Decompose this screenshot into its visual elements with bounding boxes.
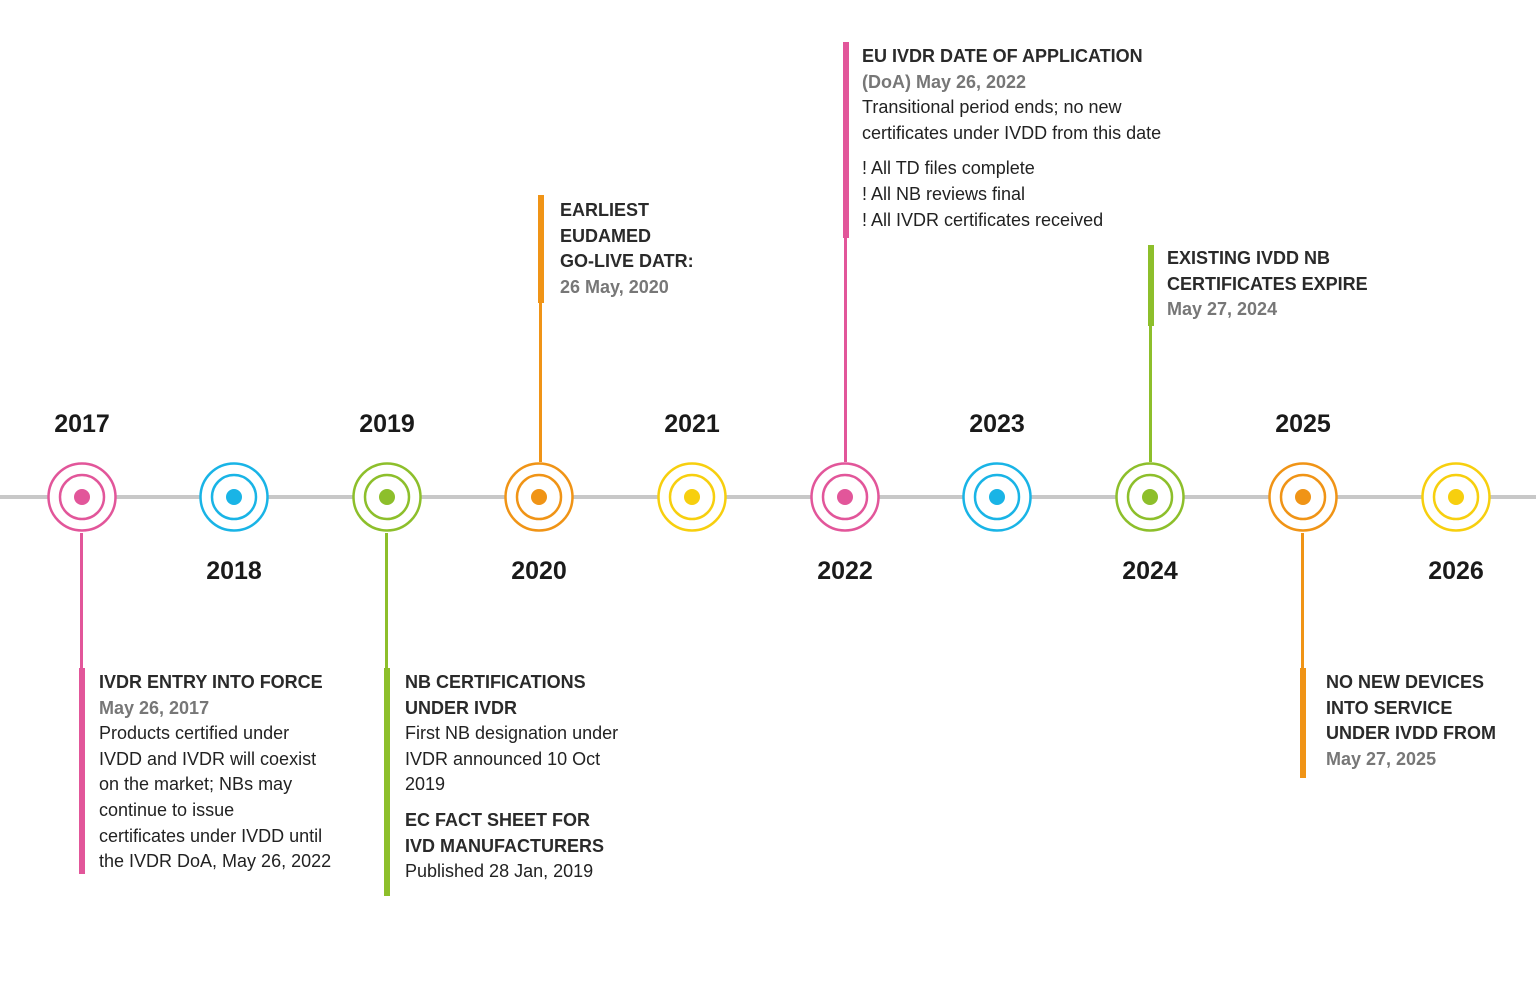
- year-marker-2019: [352, 462, 422, 532]
- event-description-fact-sheet: Published 28 Jan, 2019: [405, 861, 594, 882]
- event-ivdd-expire: EXISTING IVDD NB CERTIFICATES EXPIRE May…: [1167, 246, 1427, 323]
- event-title: EARLIEST EUDAMED GO-LIVE DATR:: [560, 200, 694, 272]
- checklist-item: ! All NB reviews final: [862, 183, 1026, 204]
- event-title: EU IVDR DATE OF APPLICATION: [862, 46, 1143, 66]
- year-label-2025: 2025: [1275, 410, 1331, 438]
- event-date: May 27, 2024: [1167, 299, 1278, 320]
- event-title: EXISTING IVDD NB CERTIFICATES EXPIRE: [1167, 248, 1368, 294]
- year-label-2017: 2017: [54, 410, 110, 438]
- year-label-2024: 2024: [1122, 557, 1178, 585]
- connector-2025: [1301, 533, 1304, 675]
- spacer: [405, 798, 665, 808]
- event-description: First NB designation under IVDR announce…: [405, 723, 619, 795]
- year-marker-2021: [657, 462, 727, 532]
- year-marker-2026: [1421, 462, 1491, 532]
- event-date: 26 May, 2020: [560, 276, 669, 297]
- connector-2024: [1149, 323, 1152, 462]
- event-description: Transitional period ends; no new certifi…: [862, 97, 1162, 143]
- year-label-2026: 2026: [1428, 557, 1484, 585]
- year-marker-2023: [962, 462, 1032, 532]
- event-title: NO NEW DEVICES INTO SERVICE UNDER IVDD F…: [1326, 672, 1496, 744]
- timeline-axis: [0, 495, 1536, 499]
- event-date: May 27, 2025: [1326, 748, 1437, 769]
- year-marker-2022: [810, 462, 880, 532]
- year-marker-2024: [1115, 462, 1185, 532]
- connector-2019: [385, 533, 388, 675]
- spacer: [862, 146, 1222, 156]
- accent-bar-no-new: [1300, 668, 1306, 778]
- accent-bar-doa: [843, 42, 849, 238]
- year-label-2020: 2020: [511, 557, 567, 585]
- year-marker-2020: [504, 462, 574, 532]
- year-marker-2018: [199, 462, 269, 532]
- year-marker-2017: [47, 462, 117, 532]
- year-marker-2025: [1268, 462, 1338, 532]
- checklist-item: ! All IVDR certificates received: [862, 209, 1104, 230]
- event-doa: EU IVDR DATE OF APPLICATION (DoA) May 26…: [862, 44, 1222, 233]
- year-label-2022: 2022: [817, 557, 873, 585]
- event-eudamed: EARLIEST EUDAMED GO-LIVE DATR: 26 May, 2…: [560, 198, 760, 300]
- checklist-item: ! All TD files complete: [862, 158, 1035, 179]
- accent-bar-ivdr-entry: [79, 668, 85, 874]
- event-no-new-devices: NO NEW DEVICES INTO SERVICE UNDER IVDD F…: [1326, 670, 1531, 772]
- event-date: (DoA) May 26, 2022: [862, 71, 1027, 92]
- year-label-2019: 2019: [359, 410, 415, 438]
- event-title: IVDR ENTRY INTO FORCE: [99, 672, 323, 692]
- event-description: Products certified under IVDD and IVDR w…: [99, 723, 332, 872]
- event-title-fact-sheet: EC FACT SHEET FOR IVD MANUFACTURERS: [405, 809, 605, 856]
- event-nb-certifications: NB CERTIFICATIONS UNDER IVDR First NB de…: [405, 670, 665, 885]
- year-label-2018: 2018: [206, 557, 262, 585]
- event-ivdr-entry: IVDR ENTRY INTO FORCE May 26, 2017 Produ…: [99, 670, 369, 875]
- accent-bar-nb-cert: [384, 668, 390, 896]
- year-label-2021: 2021: [664, 410, 720, 438]
- event-title: NB CERTIFICATIONS UNDER IVDR: [405, 672, 586, 718]
- event-date: May 26, 2017: [99, 697, 210, 718]
- connector-2017: [80, 533, 83, 675]
- connector-2020: [539, 300, 542, 462]
- accent-bar-ivdd-expire: [1148, 245, 1154, 326]
- connector-2022: [844, 235, 847, 462]
- year-label-2023: 2023: [969, 410, 1025, 438]
- accent-bar-eudamed: [538, 195, 544, 303]
